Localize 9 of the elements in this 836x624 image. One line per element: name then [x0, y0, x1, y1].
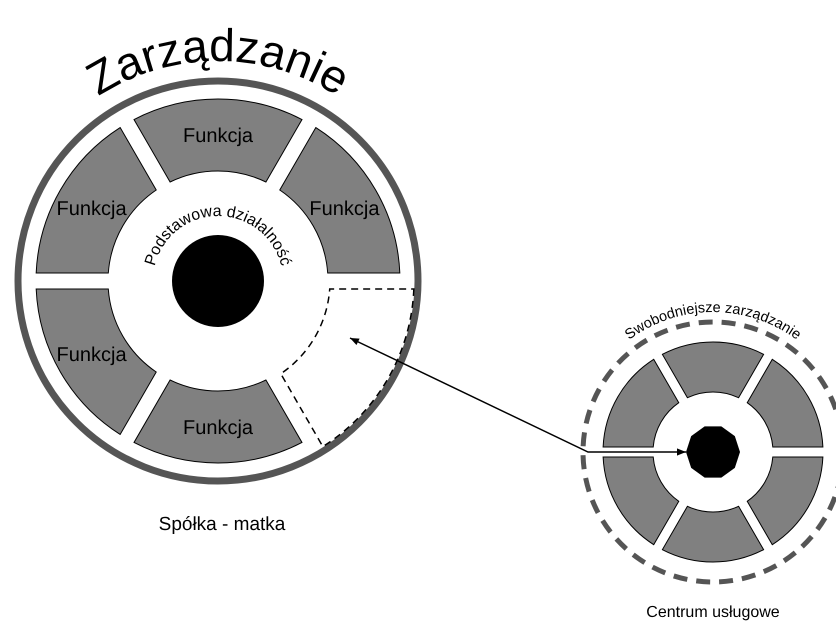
node-label: Centrum usługowe — [646, 604, 780, 621]
curved-heading: Zarządzanie — [77, 18, 359, 105]
node-label: Spółka - matka — [158, 514, 286, 535]
segment-label: Funkcja — [182, 125, 254, 147]
segment-label: Funkcja — [56, 198, 127, 220]
segment-label: Funkcja — [56, 344, 127, 366]
segment-label: Funkcja — [309, 198, 380, 220]
arrow — [350, 337, 686, 456]
segment-label: Funkcja — [182, 417, 254, 439]
